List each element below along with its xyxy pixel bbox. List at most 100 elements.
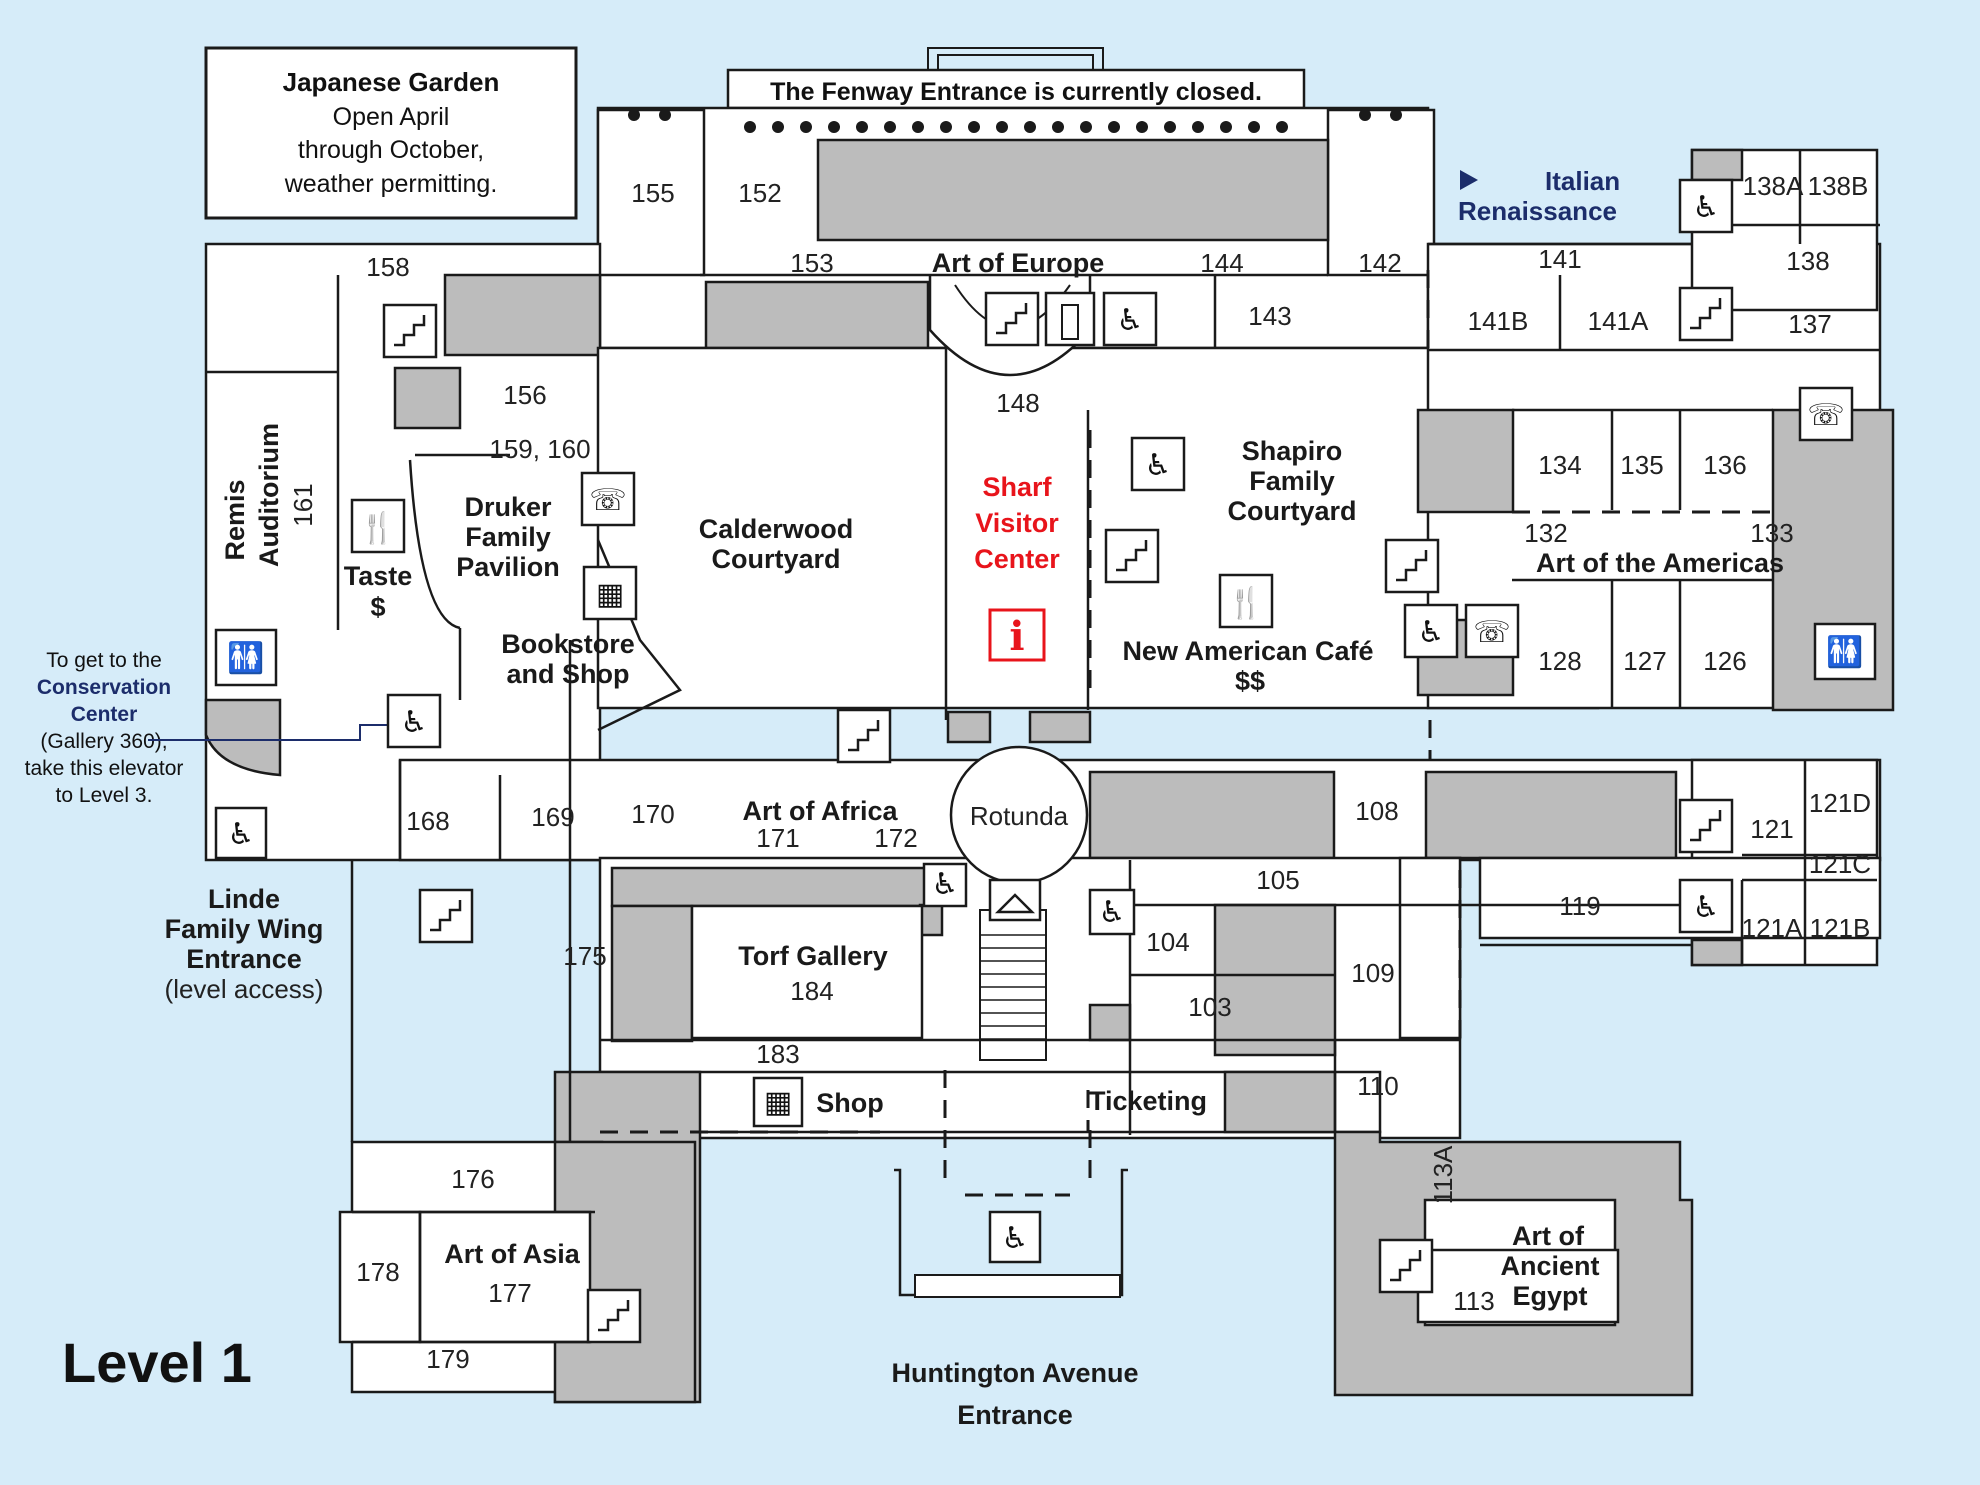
linde-label-2: Family Wing: [165, 914, 324, 944]
room-156: 156: [503, 380, 546, 410]
room-121a: 121A: [1742, 913, 1803, 943]
linde-label-1: Linde: [208, 884, 280, 914]
fenway-facade-columns: [628, 109, 1402, 133]
svg-text:🚻: 🚻: [1826, 634, 1863, 670]
art-of-americas-label: Art of the Americas: [1536, 548, 1784, 578]
druker-label-2: Family: [465, 522, 551, 552]
phone-icon[interactable]: ☏: [580, 471, 636, 527]
accessible-elevator-icon[interactable]: ♿: [386, 693, 442, 749]
room-113: 113: [1453, 1286, 1494, 1316]
room-141: 141: [1538, 244, 1581, 274]
svg-text:♿: ♿: [1418, 615, 1445, 650]
extinguisher-icon[interactable]: [1044, 291, 1096, 347]
restaurant-icon[interactable]: 🍴: [350, 498, 406, 554]
accessible-elevator-icon[interactable]: ♿: [1403, 603, 1459, 659]
room-153: 153: [790, 248, 833, 278]
room-142: 142: [1358, 248, 1401, 278]
information-icon[interactable]: i: [988, 608, 1046, 662]
ticketing-label: Ticketing: [1089, 1086, 1207, 1116]
room-179: 179: [426, 1344, 469, 1374]
conservation-note-4: (Gallery 360),: [40, 730, 167, 753]
phone-icon[interactable]: ☏: [1798, 386, 1854, 442]
coat-check-icon[interactable]: [988, 878, 1042, 922]
art-of-asia-label: Art of Asia: [444, 1239, 580, 1269]
stairs-icon[interactable]: [1384, 538, 1440, 594]
room-132: 132: [1524, 518, 1567, 548]
room-171: 171: [756, 823, 799, 853]
room-138a: 138A: [1743, 171, 1804, 201]
svg-text:♿: ♿: [1117, 303, 1144, 338]
restaurant-icon[interactable]: 🍴: [1218, 573, 1274, 629]
svg-text:🚻: 🚻: [227, 640, 264, 676]
fenway-entrance-notice: The Fenway Entrance is currently closed.: [726, 47, 1306, 110]
stairs-icon[interactable]: [1678, 286, 1734, 342]
room-170: 170: [631, 799, 674, 829]
stairs-icon[interactable]: [1678, 798, 1734, 854]
remis-label-2: Auditorium: [254, 423, 284, 567]
room-177: 177: [488, 1278, 531, 1308]
room-137: 137: [1788, 309, 1831, 339]
accessible-elevator-icon[interactable]: ♿: [1088, 888, 1136, 936]
stairs-icon[interactable]: [836, 708, 892, 764]
torf-gallery-label: Torf Gallery: [738, 941, 888, 971]
accessible-elevator-icon[interactable]: ♿: [1130, 436, 1186, 492]
rotunda-label: Rotunda: [970, 801, 1069, 831]
room-121c: 121C: [1809, 849, 1871, 879]
art-of-africa-label: Art of Africa: [742, 796, 898, 826]
room-152: 152: [738, 178, 781, 208]
italian-renaissance-link-2[interactable]: Renaissance: [1458, 196, 1617, 226]
druker-label-3: Pavilion: [456, 552, 560, 582]
japanese-garden-hours-2: through October,: [298, 136, 484, 164]
svg-text:♿: ♿: [932, 867, 959, 902]
svg-text:▦: ▦: [596, 577, 624, 612]
art-of-europe-label: Art of Europe: [932, 248, 1105, 278]
bookstore-label-1: Bookstore: [501, 629, 635, 659]
svg-text:i: i: [1009, 613, 1024, 660]
svg-text:♿: ♿: [1693, 890, 1720, 925]
conservation-note-6: to Level 3.: [56, 784, 153, 807]
accessible-entrance-icon[interactable]: ♿: [988, 1210, 1042, 1264]
accessible-elevator-icon[interactable]: ♿: [1678, 178, 1734, 234]
svg-text:♿: ♿: [1145, 448, 1172, 483]
stairs-icon[interactable]: [984, 291, 1040, 347]
gift-shop-icon[interactable]: ▦: [752, 1076, 804, 1128]
restroom-icon[interactable]: 🚻: [214, 628, 278, 687]
remis-label-1: Remis: [220, 479, 250, 560]
room-141a: 141A: [1588, 306, 1649, 336]
arrow-right-icon[interactable]: [1460, 170, 1478, 190]
level-title: Level 1: [62, 1331, 252, 1394]
phone-icon[interactable]: ☏: [1464, 603, 1520, 659]
sharf-label-2: Visitor: [975, 508, 1059, 538]
accessible-entrance-icon[interactable]: ♿: [214, 806, 268, 860]
room-155: 155: [631, 178, 674, 208]
stairs-icon[interactable]: [418, 888, 474, 944]
stairs-icon[interactable]: [382, 303, 438, 359]
svg-text:♿: ♿: [1099, 895, 1126, 930]
svg-text:🍴: 🍴: [359, 510, 396, 546]
conservation-note-2: Conservation: [37, 676, 171, 699]
stairs-icon[interactable]: [586, 1288, 642, 1344]
gift-shop-icon[interactable]: ▦: [582, 565, 638, 621]
room-168: 168: [406, 806, 449, 836]
restroom-icon[interactable]: 🚻: [1813, 622, 1877, 681]
stairs-icon[interactable]: [1104, 528, 1160, 584]
room-176: 176: [451, 1164, 494, 1194]
italian-renaissance-link-1[interactable]: Italian: [1545, 166, 1620, 196]
stairs-icon[interactable]: [1378, 1238, 1434, 1294]
room-134: 134: [1538, 450, 1581, 480]
cafe-price: $$: [1235, 666, 1265, 696]
conservation-note: To get to the Conservation Center (Galle…: [25, 649, 388, 807]
shapiro-label-1: Shapiro: [1242, 436, 1343, 466]
accessible-elevator-icon[interactable]: ♿: [1678, 878, 1734, 934]
svg-text:♿: ♿: [401, 705, 428, 740]
ramp-icon[interactable]: ♿: [922, 862, 968, 908]
sharf-label-1: Sharf: [982, 472, 1052, 502]
huntington-label-1: Huntington Avenue: [892, 1358, 1139, 1388]
taste-price: $: [370, 592, 385, 622]
accessible-elevator-icon[interactable]: ♿: [1102, 291, 1158, 347]
svg-text:🍴: 🍴: [1227, 585, 1264, 621]
room-172: 172: [874, 823, 917, 853]
room-158: 158: [366, 252, 409, 282]
room-121d: 121D: [1809, 788, 1871, 818]
